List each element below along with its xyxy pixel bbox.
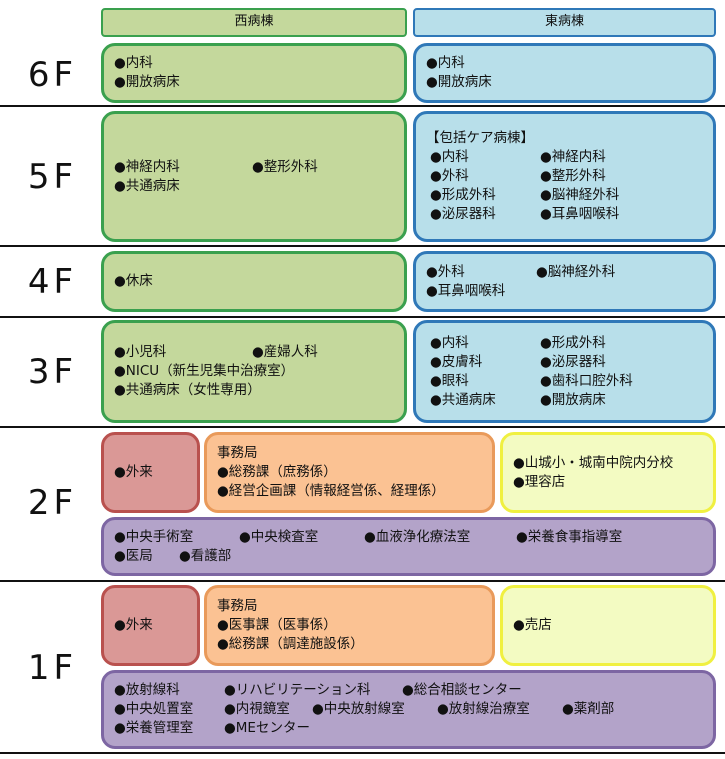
list-item: ●整形外科	[540, 168, 606, 184]
list-item: ●脳神経外科	[536, 263, 616, 280]
list-item: ●産婦人科	[252, 344, 318, 360]
list-item: ●泌尿器科	[430, 206, 496, 222]
list-item: ●神経内科	[540, 149, 606, 165]
floor-divider	[0, 580, 725, 582]
list-item: ●脳神経外科	[540, 187, 620, 203]
list-item: ●血液浄化療法室	[364, 528, 471, 545]
6f-east-box: ●内科 ●開放病床	[413, 43, 716, 103]
list-item: ●整形外科	[252, 158, 318, 175]
list-item: ●栄養食事指導室	[516, 528, 623, 545]
list-item: ●共通病床（女性専用）	[114, 382, 261, 398]
2f-central-box: ●中央手術室 ●中央検査室 ●血液浄化療法室 ●栄養食事指導室 ●医局 ●看護部	[101, 517, 716, 576]
list-item: ●共通病床	[114, 177, 180, 194]
list-item: ●形成外科	[540, 334, 606, 351]
1f-central-box: ●放射線科 ●リハビリテーション科 ●総合相談センター ●中央処置室 ●内視鏡室 ●中央…	[101, 670, 716, 749]
floor-label-2f: 2F	[27, 483, 78, 523]
5f-east-box: 【包括ケア病棟】 ●内科 ●神経内科 ●外科 ●整形外科 ●形成外科 ●脳神経外科 ●…	[413, 111, 716, 242]
2f-office-box: 事務局 ●総務課（庶務係） ●経営企画課（情報経営係、経理係）	[204, 432, 495, 513]
list-item: ●休床	[114, 273, 153, 289]
list-item: ●中央検査室	[239, 528, 319, 545]
list-item: ●NICU（新生児集中治療室）	[114, 363, 295, 379]
list-item: ●放射線治療室	[437, 701, 530, 717]
3f-west-box: ●小児科 ●産婦人科 ●NICU（新生児集中治療室） ●共通病床（女性専用）	[101, 320, 407, 423]
list-item: ●外来	[114, 617, 153, 633]
list-item: ●耳鼻咽喉科	[426, 282, 506, 299]
list-item: ●神経内科	[114, 158, 180, 175]
list-item: ●看護部	[179, 547, 232, 564]
list-item: ●外科	[426, 263, 465, 280]
list-item: ●開放病床	[114, 74, 180, 90]
list-item: ●形成外科	[430, 187, 496, 203]
3f-east-box: ●内科 ●形成外科 ●皮膚科 ●泌尿器科 ●眼科 ●歯科口腔外科 ●共通病床 ●開放病床	[413, 320, 716, 423]
list-item: ●売店	[513, 617, 552, 633]
list-item: ●外来	[114, 464, 153, 480]
list-item: ●山城小・城南中院内分校	[513, 454, 674, 471]
list-item: ●皮膚科	[430, 353, 483, 370]
list-item: ●眼科	[430, 372, 469, 389]
list-item: ●総合相談センター	[402, 682, 522, 698]
list-item: ●泌尿器科	[540, 353, 606, 370]
list-item: ●中央放射線室	[312, 701, 405, 717]
list-item: ●薬剤部	[562, 701, 615, 717]
list-item: ●共通病床	[430, 391, 496, 408]
floor-divider	[0, 316, 725, 318]
list-item: ●総務課（調達施設係）	[217, 636, 364, 652]
list-item: ●経営企画課（情報経営係、経理係）	[217, 483, 445, 499]
ward-title: 【包括ケア病棟】	[426, 130, 534, 146]
list-item: ●中央手術室	[114, 528, 194, 545]
list-item: ●MEセンター	[224, 720, 310, 736]
floor-label-1f: 1F	[27, 648, 78, 688]
list-item: ●開放病床	[540, 391, 606, 408]
6f-west-box: ●内科 ●開放病床	[101, 43, 407, 103]
floor-divider	[0, 245, 725, 247]
floor-divider	[0, 426, 725, 428]
list-item: ●内視鏡室	[224, 701, 290, 717]
5f-west-box: ●神経内科 ●整形外科 ●共通病床	[101, 111, 407, 242]
list-item: ●外科	[430, 168, 469, 184]
floor-label-4f: 4F	[27, 262, 78, 302]
list-item: ●総務課（庶務係）	[217, 464, 337, 480]
list-item: ●小児科	[114, 344, 167, 360]
west-ward-header: 西病棟	[101, 8, 407, 37]
list-item: ●医事課（医事係）	[217, 617, 337, 633]
1f-other-box: ●売店	[500, 585, 716, 666]
1f-outpatient-box: ●外来	[101, 585, 200, 666]
list-item: ●医局	[114, 547, 153, 564]
list-item: ●歯科口腔外科	[540, 372, 633, 389]
1f-office-box: 事務局 ●医事課（医事係） ●総務課（調達施設係）	[204, 585, 495, 666]
4f-west-box: ●休床	[101, 251, 407, 312]
list-item: ●内科	[430, 149, 469, 165]
list-item: ●リハビリテーション科	[224, 682, 371, 698]
list-item: ●耳鼻咽喉科	[540, 206, 620, 222]
office-title: 事務局	[217, 445, 258, 461]
2f-outpatient-box: ●外来	[101, 432, 200, 513]
list-item: ●内科	[430, 334, 469, 351]
east-ward-header: 東病棟	[413, 8, 716, 37]
floor-label-5f: 5F	[27, 157, 78, 197]
list-item: ●放射線科	[114, 682, 180, 698]
list-item: ●理容店	[513, 473, 566, 490]
list-item: ●内科	[426, 55, 465, 71]
floor-label-6f: 6F	[27, 55, 78, 95]
2f-other-box: ●山城小・城南中院内分校 ●理容店	[500, 432, 716, 513]
list-item: ●栄養管理室	[114, 720, 194, 736]
floor-label-3f: 3F	[27, 352, 78, 392]
floor-divider	[0, 752, 725, 754]
4f-east-box: ●外科 ●脳神経外科 ●耳鼻咽喉科	[413, 251, 716, 312]
floor-divider	[0, 105, 725, 107]
list-item: ●中央処置室	[114, 701, 194, 717]
list-item: ●内科	[114, 55, 153, 71]
office-title: 事務局	[217, 598, 258, 614]
list-item: ●開放病床	[426, 74, 492, 90]
